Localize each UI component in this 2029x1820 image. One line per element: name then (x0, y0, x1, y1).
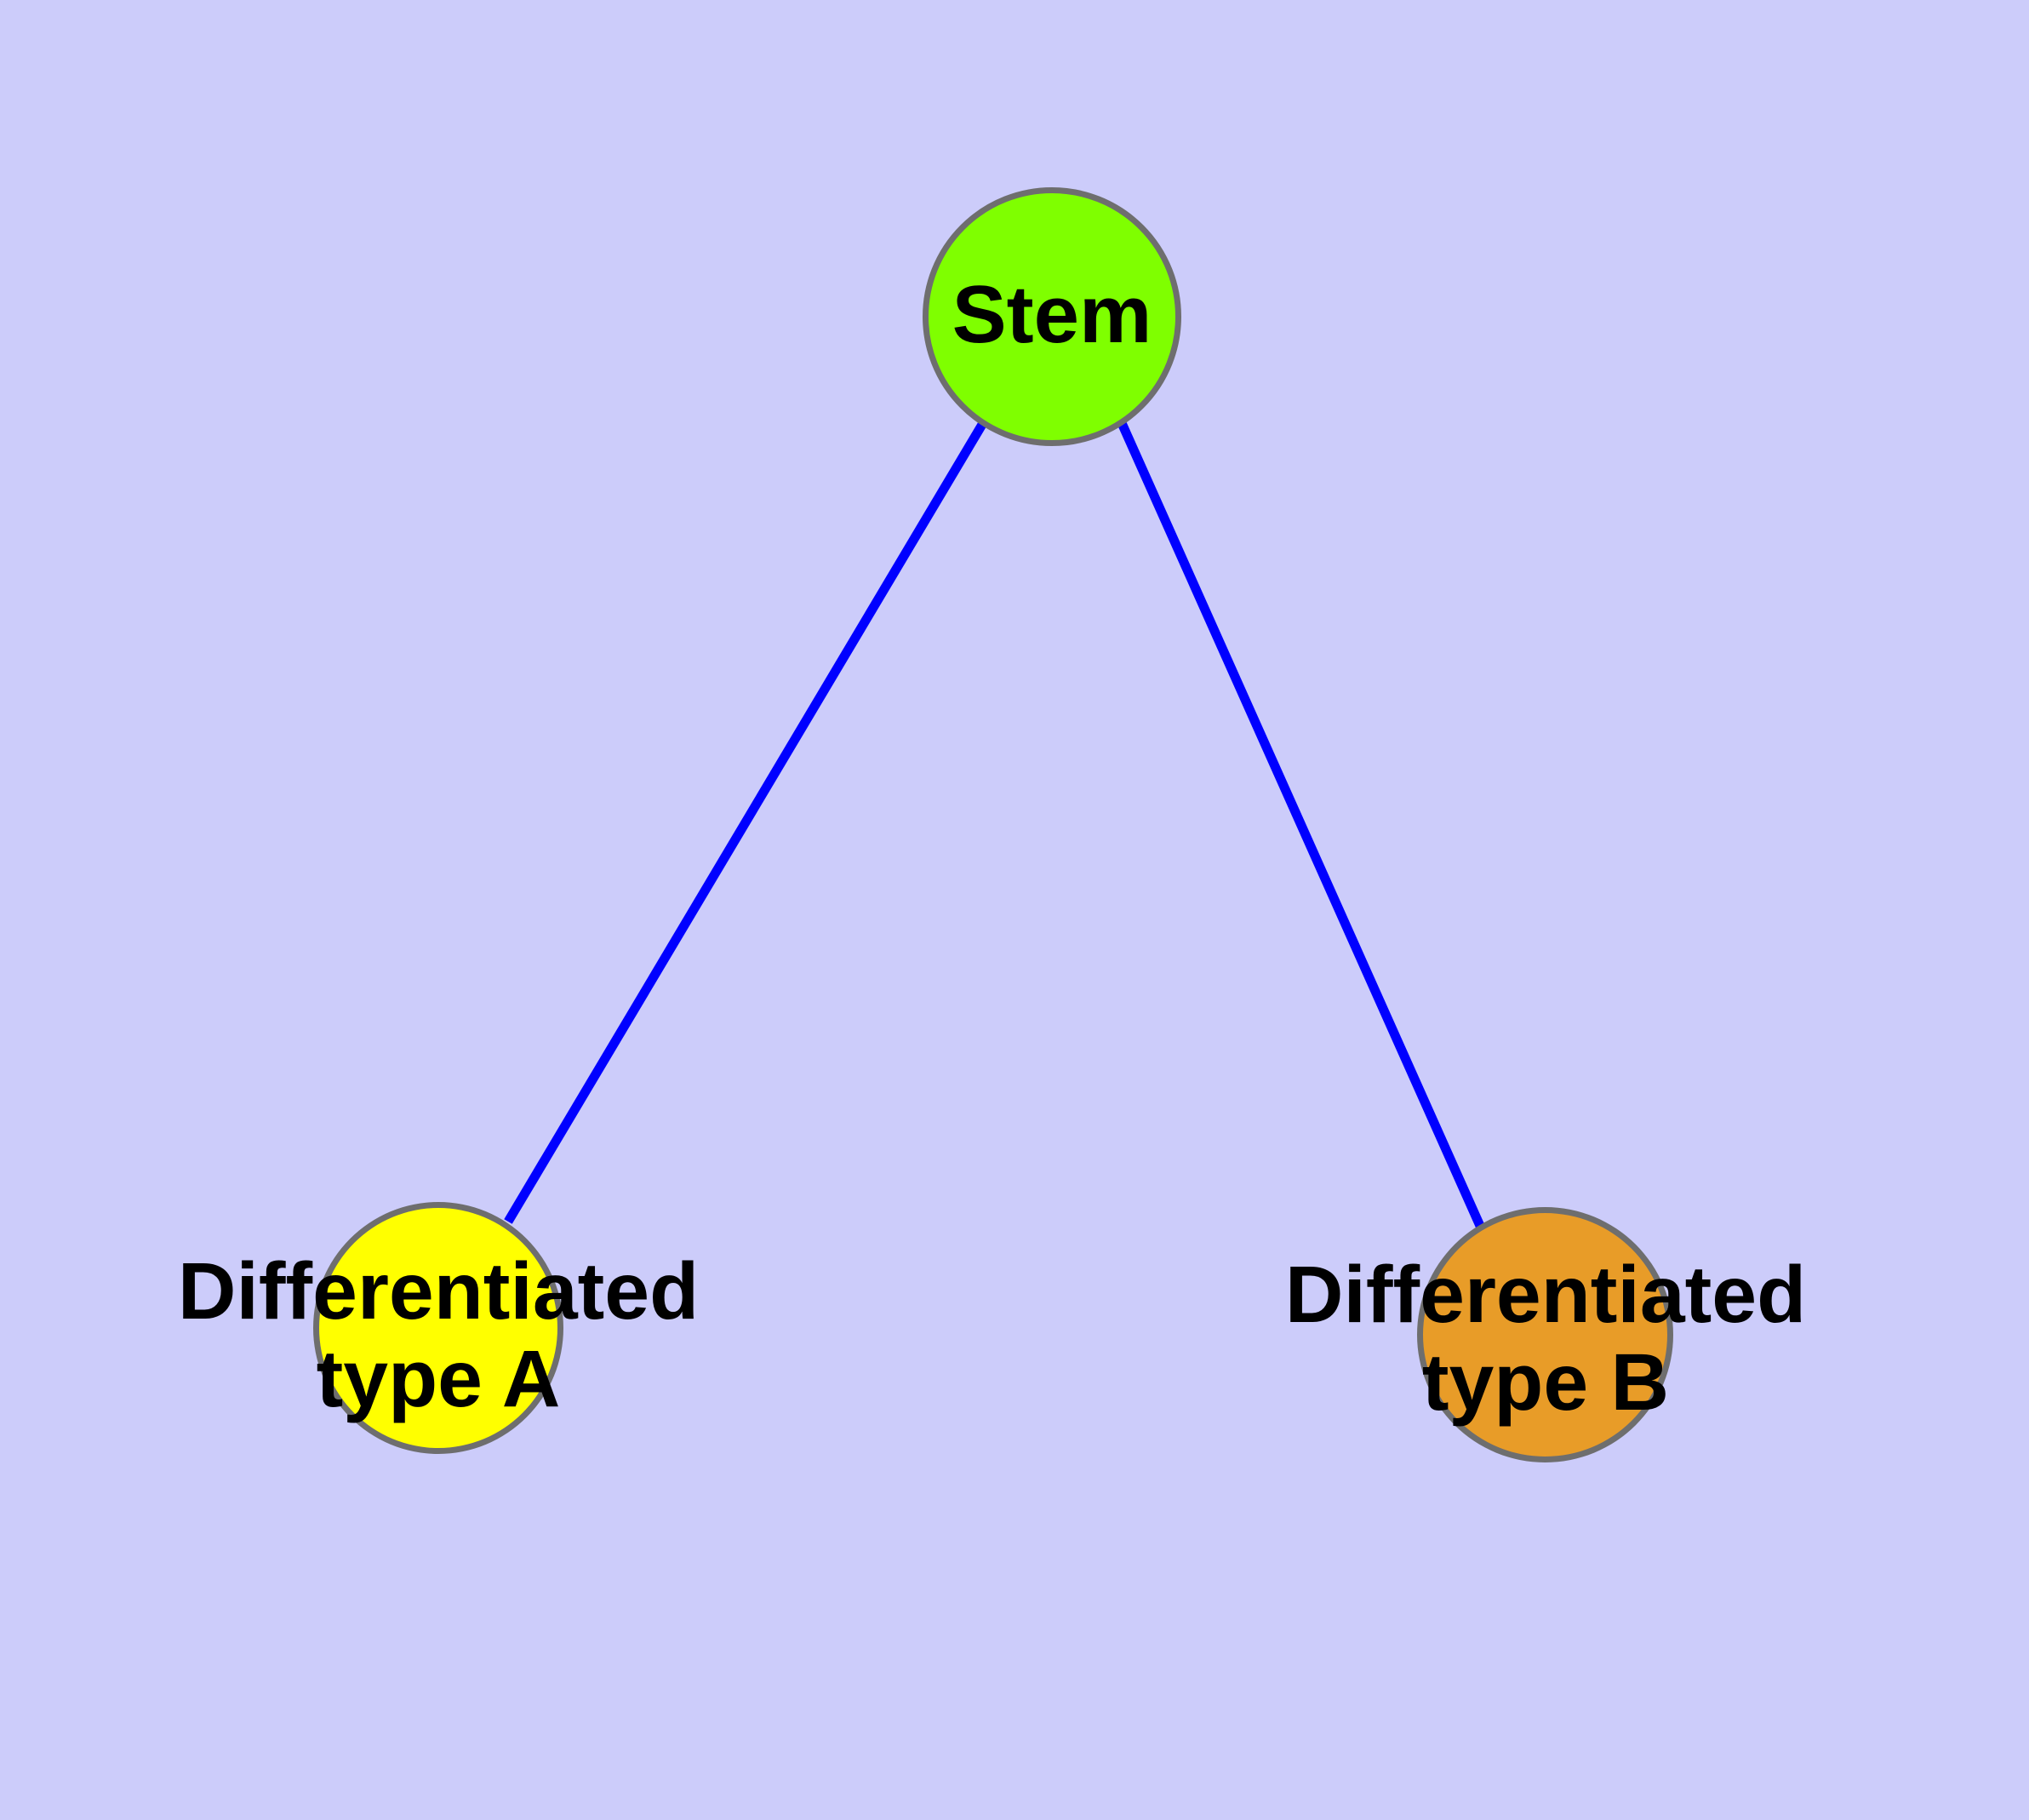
node-differentiated-type-b[interactable] (1417, 1207, 1673, 1462)
node-differentiated-type-a[interactable] (313, 1202, 563, 1454)
node-stem[interactable] (923, 187, 1181, 446)
edge-stem-to-differentiated-type-b (1117, 421, 1485, 1228)
edge-stem-to-differentiated-type-a (504, 421, 987, 1224)
